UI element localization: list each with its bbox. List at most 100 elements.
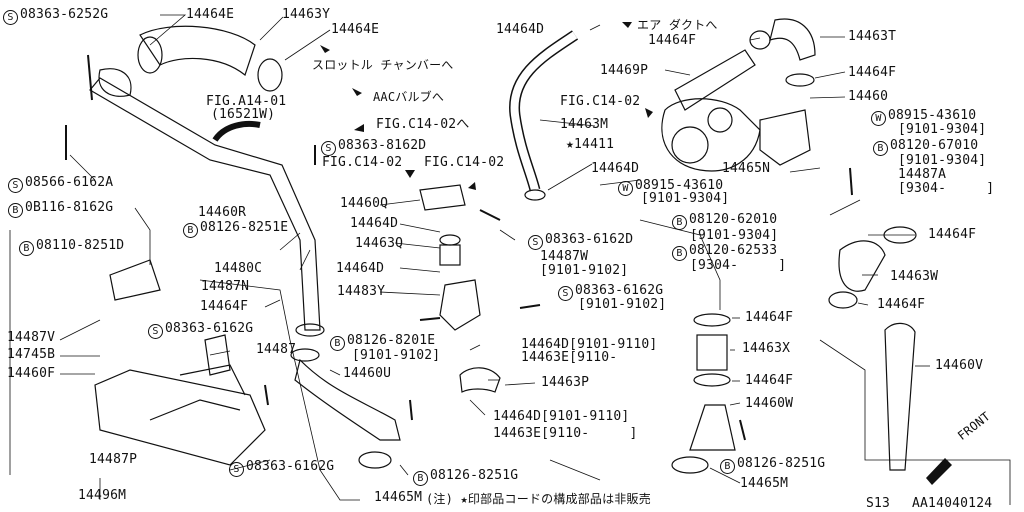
bracket-14487P <box>179 364 246 396</box>
part-14464F-e: 14464F <box>200 299 249 314</box>
hose-14463W <box>838 240 886 292</box>
part-14460U: 14460U <box>343 366 392 381</box>
part-14465M-a: 14465M <box>374 490 423 505</box>
date-9304-b: [9304- ] <box>690 258 787 273</box>
part-14745B: 14745B <box>7 347 56 362</box>
date-9101-9304-d: [9101-9304] <box>690 228 779 243</box>
outlet-14460 <box>759 109 811 166</box>
arrows <box>320 22 952 485</box>
bracket-14487 <box>204 334 231 376</box>
part-14464D-q: 14464D <box>350 216 399 231</box>
to-air-duct: エア ダクトへ <box>637 18 718 32</box>
to-aac-valve: AACバルブへ <box>373 90 445 104</box>
bolt-08363-6162G-c <box>264 384 269 406</box>
part-14463P: 14463P <box>541 375 590 390</box>
part-14463Y: 14463Y <box>282 7 331 22</box>
turbo-wheel <box>707 107 733 133</box>
s-bolt-icon: S <box>8 178 23 193</box>
date-9101-9102-c: [9101-9102] <box>352 348 441 363</box>
bolt-08363-6252G <box>87 54 93 101</box>
ref-fig-c14-b: FIG.C14-02 <box>322 155 403 170</box>
bolt-08363-6162D <box>479 209 501 221</box>
part-14460: 14460 <box>848 89 889 104</box>
part-14460W: 14460W <box>745 396 794 411</box>
model-code: S13 <box>866 496 891 511</box>
gasket-14465M <box>671 456 709 474</box>
w-washer-icon: W <box>618 181 633 196</box>
part-14496M: 14496M <box>78 488 127 503</box>
clamp-14464F-e <box>693 313 731 327</box>
star-icon: ★ <box>566 137 575 152</box>
date-9304-a: [9304- ] <box>898 181 995 196</box>
date-9101-9304-c: [9101-9304] <box>641 191 730 206</box>
bolt-08126-8251G-b <box>739 419 746 441</box>
part-14464D-mid: 14464D <box>591 161 640 176</box>
part-14464F-b: 14464F <box>848 65 897 80</box>
heat-shield-14496M <box>94 369 266 466</box>
clamp-14464F-f <box>693 373 731 387</box>
diagram-id: AA14040124 <box>912 496 993 511</box>
bolt-08126-8251G-a <box>409 399 413 421</box>
ref-fig-a14: FIG.A14-01 <box>206 94 287 109</box>
part-14460V: 14460V <box>935 358 984 373</box>
clamp-14464F-a <box>749 30 771 50</box>
b-bolt-icon: B <box>672 246 687 261</box>
part-14464F-c: 14464F <box>928 227 977 242</box>
gasket-14465M-b <box>358 451 392 469</box>
date-9101-9102-a: [9101-9102] <box>540 263 629 278</box>
pipe-14460R <box>89 77 321 331</box>
turbo-housing <box>671 126 709 164</box>
b-bolt-icon: B <box>720 459 735 474</box>
shield-detail <box>149 399 241 421</box>
s-bolt-icon: S <box>558 286 573 301</box>
part-14469P: 14469P <box>600 63 649 78</box>
b-bolt-icon: B <box>873 141 888 156</box>
part-14463T: 14463T <box>848 29 897 44</box>
part-14463E-9110: 14463E[9110- <box>521 350 618 365</box>
hose-14463M-inner <box>510 31 578 192</box>
part-14464D-b2: 14464D[9101-9110] <box>493 409 630 424</box>
front-arrow <box>926 458 952 485</box>
s-bolt-icon: S <box>229 462 244 477</box>
part-14464D-9101: 14464D[9101-9110] <box>521 337 658 352</box>
clamp-14464E <box>137 36 163 74</box>
part-14487A: 14487A <box>898 167 947 182</box>
part-14487N: 14487N <box>201 279 250 294</box>
b-bolt-icon: B <box>8 203 23 218</box>
clamp-14464F-g <box>295 323 325 337</box>
bracket-14460Q <box>419 184 466 211</box>
leader-lines <box>9 14 1011 505</box>
b-bolt-icon: B <box>183 223 198 238</box>
hose-14463Q <box>439 234 461 246</box>
hose-14463P <box>459 367 501 393</box>
pipe-14460W <box>689 404 736 451</box>
b-bolt-icon: B <box>672 215 687 230</box>
date-9101-9304-a: [9101-9304] <box>898 122 987 137</box>
hose-16521W <box>212 120 261 142</box>
ref-16521W: (16521W) <box>211 107 276 122</box>
footnote: (注) ★印部品コードの構成部品は非販売 <box>426 492 651 506</box>
part-14464F-f: 14464F <box>745 310 794 325</box>
pipe-14460V <box>884 322 916 471</box>
clamp-14464D-u <box>290 348 320 362</box>
part-14465N: 14465N <box>722 161 771 176</box>
part-14463Q: 14463Q <box>355 236 404 251</box>
clamp-14464F-b <box>785 73 815 87</box>
bolt-08363-6162G-a <box>519 304 541 309</box>
pipe-14469P <box>674 49 756 111</box>
part-14464D-d: 14464D <box>336 261 385 276</box>
date-9101-9304-b: [9101-9304] <box>898 153 987 168</box>
part-14463M: 14463M <box>560 117 609 132</box>
